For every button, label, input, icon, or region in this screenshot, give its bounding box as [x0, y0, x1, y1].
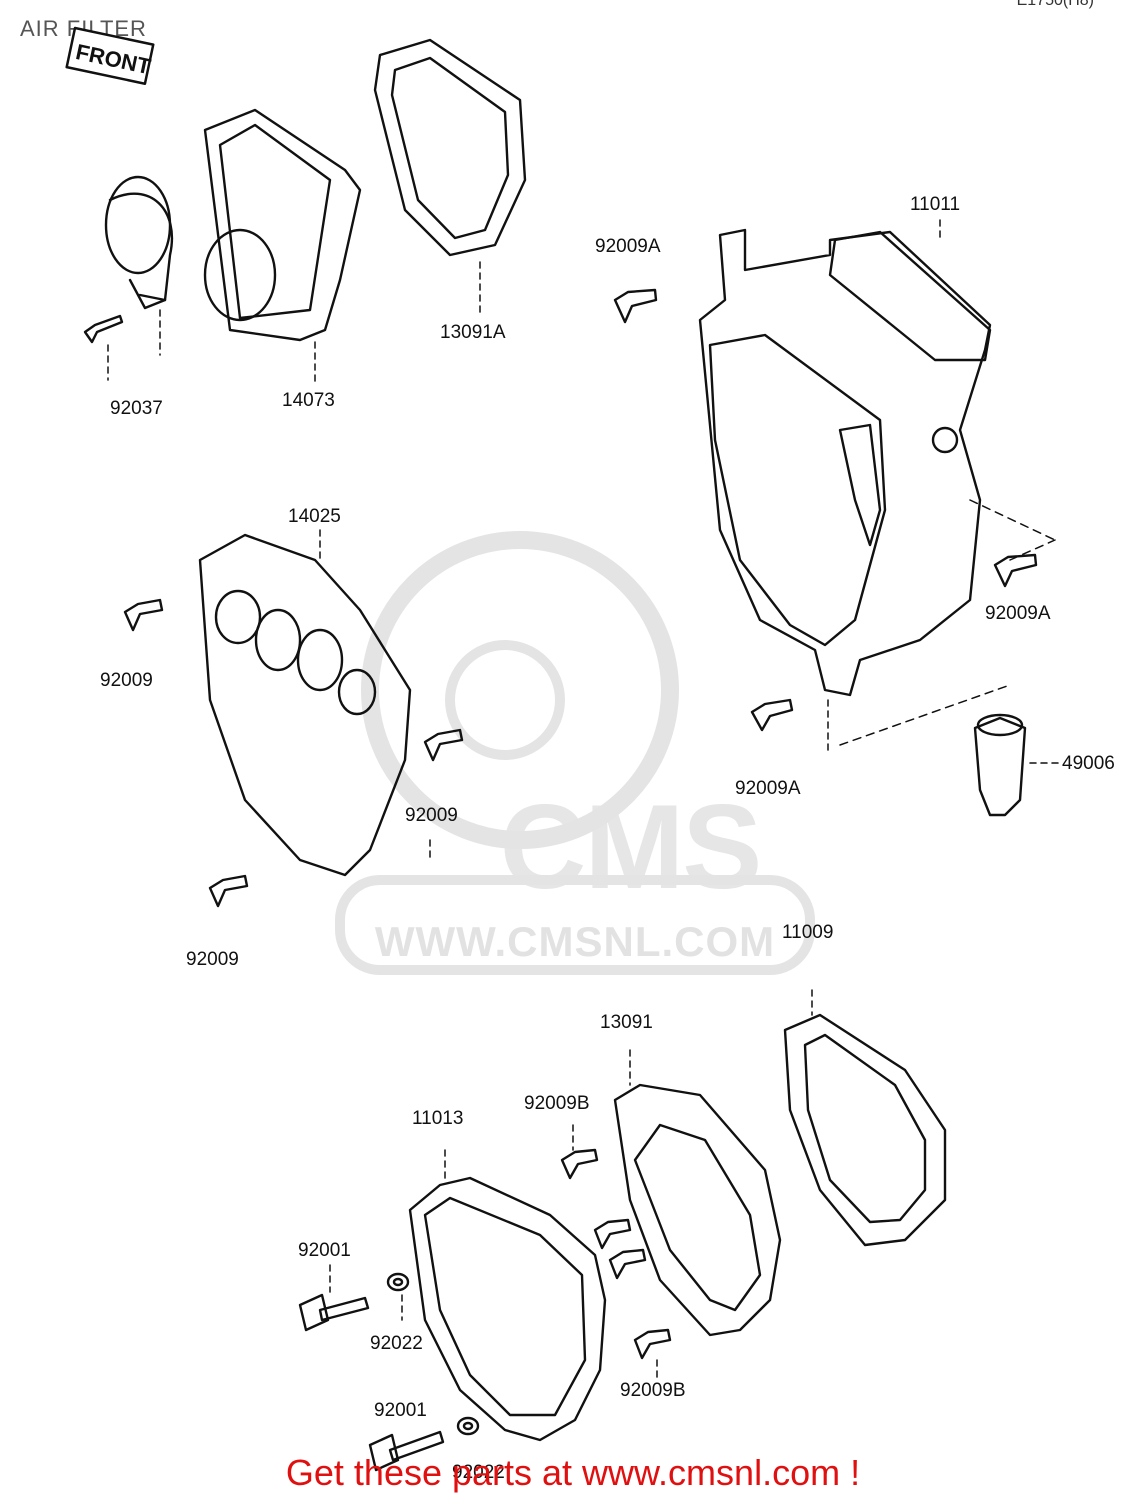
- part-label-13091A[interactable]: 13091A: [440, 322, 506, 343]
- part-label-92022-top[interactable]: 92022: [370, 1333, 423, 1354]
- cover-14025: [198, 533, 412, 877]
- bolt-92009A-bottom: [750, 698, 794, 732]
- cover-11013: [408, 1176, 607, 1442]
- part-label-11011[interactable]: 11011: [910, 194, 961, 215]
- watermark-mascot: [335, 531, 815, 975]
- front-sign: FRONT: [65, 26, 155, 86]
- frame-13091: [613, 1083, 782, 1337]
- part-label-92009A-right[interactable]: 92009A: [985, 603, 1051, 624]
- washer-92022-top: [386, 1272, 410, 1292]
- part-label-14025[interactable]: 14025: [288, 506, 341, 527]
- gasket-13091A: [373, 38, 527, 257]
- part-label-92009A-top[interactable]: 92009A: [595, 236, 661, 257]
- washer-92022-bottom: [456, 1416, 480, 1436]
- bolt-92037: [83, 314, 124, 344]
- part-label-92001-bottom[interactable]: 92001: [374, 1400, 427, 1421]
- bolt-92009A-right: [993, 553, 1038, 588]
- part-label-92022-bottom[interactable]: 92022: [452, 1462, 505, 1483]
- element-11009: [783, 1013, 947, 1247]
- air-box-11011: [698, 228, 992, 697]
- part-label-11009[interactable]: 11009: [782, 922, 834, 943]
- bolt-92009B-top: [560, 1148, 599, 1180]
- part-label-92009-low[interactable]: 92009: [186, 949, 239, 970]
- part-label-92009B-bottom[interactable]: 92009B: [620, 1380, 686, 1401]
- bolt-92009B-bottom: [633, 1328, 672, 1360]
- part-label-92009-left[interactable]: 92009: [100, 670, 153, 691]
- part-label-92037[interactable]: 92037: [110, 398, 163, 419]
- part-label-13091[interactable]: 13091: [600, 1012, 653, 1033]
- part-label-92009A-bottom[interactable]: 92009A: [735, 778, 801, 799]
- part-label-11013[interactable]: 11013: [412, 1108, 464, 1129]
- bolt-92009A-top: [613, 288, 658, 324]
- cap-49006: [973, 713, 1027, 817]
- part-label-92009-mid[interactable]: 92009: [405, 805, 458, 826]
- bolt-92009-mid: [423, 728, 464, 762]
- bolt-92009-left: [123, 598, 164, 632]
- duct-14073: [203, 108, 362, 342]
- bolt-92009-low: [208, 874, 249, 908]
- watermark-url: WWW.CMSNL.COM: [374, 918, 776, 965]
- wing-bolt-92001-top: [298, 1293, 370, 1332]
- diagram-code: E1750(H8): [1016, 0, 1094, 9]
- wing-bolt-92001-bottom: [368, 1430, 445, 1472]
- part-label-49006[interactable]: 49006: [1062, 753, 1115, 774]
- part-label-92009B-top[interactable]: 92009B: [524, 1093, 590, 1114]
- cta-link[interactable]: Get these parts at www.cmsnl.com !: [285, 1452, 861, 1493]
- part-label-92001-top[interactable]: 92001: [298, 1240, 351, 1261]
- clamp-92037: [104, 175, 174, 310]
- part-label-14073[interactable]: 14073: [282, 390, 335, 411]
